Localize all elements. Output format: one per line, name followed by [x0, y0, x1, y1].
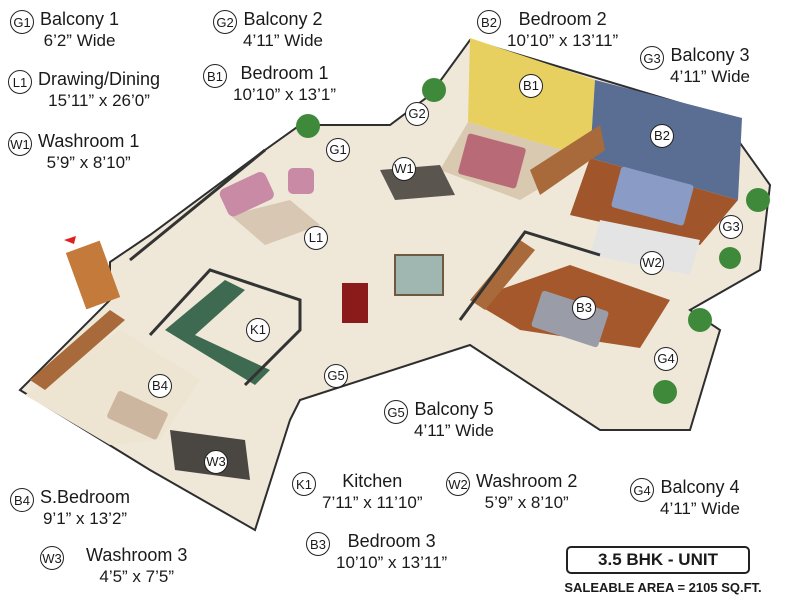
plan-badge-k1: K1: [246, 318, 270, 342]
bed-b1: [458, 133, 526, 189]
bed-b3: [531, 290, 609, 348]
room-dimension: 7’11” x 11’10”: [322, 493, 423, 512]
plan-badge-w2: W2: [640, 251, 664, 275]
plan-badge-l1: L1: [304, 226, 328, 250]
plant-g2: [422, 78, 446, 102]
room-dimension: 5’9” x 8’10”: [46, 153, 131, 172]
plan-badge-b1: B1: [519, 74, 543, 98]
room-dimension: 9’1” x 13’2”: [42, 509, 128, 528]
legend-b4: B4 S.Bedroom 9’1” x 13’2”: [10, 486, 130, 529]
plan-badge-g1: G1: [326, 138, 350, 162]
room-name: Drawing/Dining: [38, 69, 161, 89]
room-name: Balcony 2: [243, 9, 323, 29]
room-dimension: 10’10” x 13’11”: [507, 31, 619, 50]
plan-badge-b2: B2: [650, 124, 674, 148]
legend-g4: G4 Balcony 4 4’11” Wide: [630, 476, 740, 519]
plan-badge-g4: G4: [654, 347, 678, 371]
legend-b3: B3 Bedroom 3 10’10” x 13’11”: [306, 530, 447, 573]
legend-b1: B1 Bedroom 1 10’10” x 13’1”: [203, 62, 336, 105]
plan-badge-w3: W3: [204, 450, 228, 474]
room-name: Bedroom 2: [518, 9, 607, 29]
interior-walls: [148, 268, 302, 387]
legend-badge: W1: [8, 132, 32, 156]
room-name: Balcony 5: [414, 399, 494, 419]
legend-g3: G3 Balcony 3 4’11” Wide: [640, 44, 750, 87]
kitchen-counter: [165, 280, 270, 385]
legend-badge: B3: [306, 532, 330, 556]
legend-badge: W2: [446, 472, 470, 496]
room-dimension: 15’11” x 26’0”: [48, 91, 150, 110]
room-dimension: 10’10” x 13’1”: [233, 85, 337, 104]
room-dimension: 4’11” Wide: [243, 31, 323, 50]
room-name: Balcony 4: [660, 477, 740, 497]
legend-badge: L1: [8, 70, 32, 94]
entry-arrow-icon: [64, 236, 76, 244]
plant-g4: [688, 308, 712, 332]
legend-badge: B4: [10, 488, 34, 512]
saleable-area: SALEABLE AREA = 2105 SQ.FT.: [564, 580, 762, 595]
legend-badge: G4: [630, 478, 654, 502]
washroom2-floor: [590, 220, 700, 275]
room-name: Balcony 3: [670, 45, 750, 65]
room-name: Washroom 1: [38, 131, 140, 151]
legend-w2: W2 Washroom 2 5’9” x 8’10”: [446, 470, 577, 513]
room-dimension: 4’11” Wide: [414, 421, 494, 440]
legend-w1: W1 Washroom 1 5’9” x 8’10”: [8, 130, 139, 173]
legend-badge: B1: [203, 64, 227, 88]
legend-l1: L1 Drawing/Dining 15’11” x 26’0”: [8, 68, 160, 111]
sofa: [219, 171, 274, 217]
room-dimension: 10’10” x 13’11”: [336, 553, 448, 572]
legend-w3: W3 Washroom 3 4’5” x 7’5”: [40, 544, 187, 587]
legend-badge: W3: [40, 546, 64, 570]
dining-table: [394, 254, 444, 296]
legend-b2: B2 Bedroom 2 10’10” x 13’11”: [477, 8, 618, 51]
room-dimension: 4’5” x 7’5”: [99, 567, 174, 586]
room-dimension: 5’9” x 8’10”: [484, 493, 569, 512]
legend-g2: G2 Balcony 2 4’11” Wide: [213, 8, 323, 51]
room-dimension: 6’2” Wide: [43, 31, 116, 50]
plan-badge-g2: G2: [405, 102, 429, 126]
plan-badge-g5: G5: [324, 364, 348, 388]
room-name: Washroom 2: [476, 471, 578, 491]
plant-g3: [746, 188, 770, 212]
legend-badge: K1: [292, 472, 316, 496]
legend-k1: K1 Kitchen 7’11” x 11’10”: [292, 470, 422, 513]
room-name: Kitchen: [342, 471, 403, 491]
plant-g1: [296, 114, 320, 138]
legend-badge: G5: [384, 400, 408, 424]
legend-g5: G5 Balcony 5 4’11” Wide: [384, 398, 494, 441]
plan-badge-w1: W1: [392, 157, 416, 181]
unit-type-box: 3.5 BHK - UNIT: [566, 546, 750, 574]
bed-b4: [107, 390, 168, 440]
room-name: Balcony 1: [40, 9, 120, 29]
room-name: Bedroom 1: [240, 63, 329, 83]
wardrobe-b2: [530, 125, 605, 195]
plan-badge-b4: B4: [148, 374, 172, 398]
armchair: [288, 168, 314, 194]
entry-door: [65, 240, 121, 310]
room-name: S.Bedroom: [40, 487, 131, 507]
living-rug: [230, 200, 320, 245]
wardrobe-b4: [30, 310, 125, 390]
bedroom1-wall: [468, 38, 595, 158]
plan-badge-g3: G3: [719, 215, 743, 239]
room-name: Bedroom 3: [347, 531, 436, 551]
legend-badge: G1: [10, 10, 34, 34]
bed-b2: [611, 166, 694, 226]
interior-walls-3: [129, 148, 266, 262]
legend-badge: G2: [213, 10, 237, 34]
plant-g4b: [653, 380, 677, 404]
room-dimension: 4’11” Wide: [670, 67, 750, 86]
fridge: [342, 283, 368, 323]
room-dimension: 4’11” Wide: [660, 499, 740, 518]
interior-walls-2: [458, 230, 601, 321]
legend-badge: B2: [477, 10, 501, 34]
legend-g1: G1 Balcony 1 6’2” Wide: [10, 8, 119, 51]
wardrobe-b3: [470, 240, 535, 310]
plant-g3b: [719, 247, 741, 269]
plan-badge-b3: B3: [572, 296, 596, 320]
room-name: Washroom 3: [86, 545, 188, 565]
legend-badge: G3: [640, 46, 664, 70]
